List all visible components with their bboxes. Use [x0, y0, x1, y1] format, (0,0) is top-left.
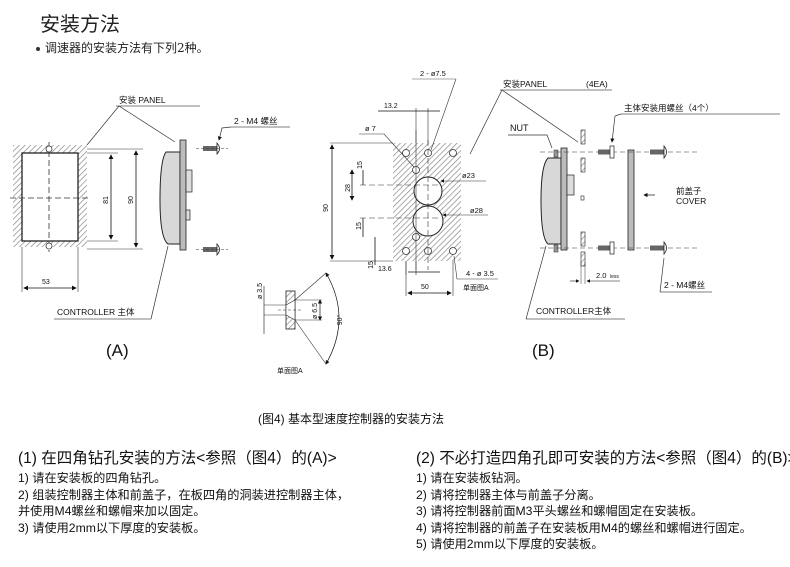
diagram-a: 81 90 53 安装 PANEL 2 - M4 螺丝 CONTROLLER [10, 95, 290, 360]
dim-3-5: ø 3.5 [257, 283, 264, 299]
section-2-item: 1) 请在安装板钻洞。 [416, 471, 528, 485]
dim-90: 90 [128, 196, 135, 204]
section-2: (2) 不必打造四角孔即可安装的方法<参照（图4）的(B)> 1) 请在安装板钻… [416, 446, 790, 553]
dim-53: 53 [42, 279, 50, 286]
section-1-item: 并使用M4螺丝和螺帽来加以固定。 [18, 504, 206, 518]
screw-label-a: 2 - M4 螺丝 [234, 116, 278, 126]
section-2-item: 2) 请将控制器主体与前盖子分离。 [416, 487, 601, 502]
flat-screw-icon [598, 241, 615, 255]
screw-icon [650, 240, 667, 256]
section-1-item: 1) 请在安装板的四角钻孔。 [18, 471, 167, 485]
body-screw-label: 主体安装用螺丝（4个） [624, 103, 714, 113]
figure-letter-b: (B) [532, 341, 555, 360]
dim-15-c: 15 [368, 261, 375, 269]
flat-screw-icon [598, 145, 615, 159]
corner-holes-label: 4 - ø 3.5 [466, 269, 494, 278]
dim-28: 28 [345, 184, 352, 192]
dim-13-2: 13.2 [384, 103, 398, 110]
screw-icon [650, 144, 667, 160]
hole-label-7-5: 2 - ø7.5 [420, 69, 446, 78]
controller-label-a: CONTROLLER 主体 [57, 307, 135, 317]
thickness-suffix: less [610, 274, 619, 280]
controller-body-b [540, 157, 562, 245]
section-2-item: 5) 请使用2mm以下厚度的安装板。 [416, 537, 604, 551]
section-a-diagram: ø 3.5 ø 6.5 90° 单面图A [257, 272, 344, 375]
intro-label: 调速器的安装方法有下列2种。 [45, 41, 209, 55]
dim-15-b: 15 [356, 222, 363, 230]
dim-15-a: 15 [357, 161, 364, 169]
thickness-label: 2.0 [596, 271, 606, 280]
cutout-diagram: 90 28 15 15 15 13.6 50 13.2 2 - ø7.5 ø 7… [323, 69, 498, 296]
dim-90-cutout: 90 [323, 204, 330, 212]
intro-text: 调速器的安装方法有下列2种。 [36, 39, 209, 56]
controller-body-a [159, 151, 181, 245]
angle-90: 90° [336, 315, 344, 326]
section-2-item: 3) 请将控制器前面M3平头螺丝和螺帽固定在安装板。 [416, 504, 704, 518]
figure-caption: (图4) 基本型速度控制器的安装方法 [258, 412, 445, 426]
section-2-heading: (2) 不必打造四角孔即可安装的方法<参照（图4）的(B)> [416, 450, 790, 467]
section-ref-label: 单面图A [463, 283, 489, 292]
cover-plate [627, 149, 635, 251]
controller-label-b: CONTROLLER主体 [536, 306, 612, 316]
figure-letter-a: (A) [106, 341, 129, 360]
screw-icon [196, 141, 228, 156]
dim-6-5: ø 6.5 [312, 303, 319, 319]
dim-81: 81 [103, 196, 110, 204]
bullet-icon [36, 46, 40, 51]
screw-icon [196, 242, 228, 257]
section-1-heading: (1) 在四角钻孔安装的方法<参照（图4）的(A)> [18, 450, 337, 467]
section-1-item: 2) 组装控制器主体和前盖子，在板四角的洞装进控制器主体， [18, 487, 350, 502]
panel-label-a: 安装 PANEL [119, 95, 166, 105]
nut-label: NUT [510, 123, 529, 133]
screw-label-b: 2 - M4螺丝 [664, 280, 706, 290]
cover-label-cn: 前盖子 [676, 186, 702, 196]
diagram-b: 安装PANEL (4EA) 主体安装用螺丝（4个） NUT [469, 79, 780, 360]
section-2-item: 4) 请将控制器的前盖子在安装板用M4的螺丝和螺帽进行固定。 [416, 520, 752, 535]
panel-label-b: 安装PANEL [503, 79, 548, 89]
hole-label-7: ø 7 [365, 124, 376, 133]
panel-cutout [21, 152, 79, 242]
qty-label-b: (4EA) [586, 79, 608, 89]
cover-label-en: COVER [676, 196, 706, 206]
section-1: (1) 在四角钻孔安装的方法<参照（图4）的(A)> 1) 请在安装板的四角钻孔… [18, 446, 349, 536]
dim-13-6: 13.6 [378, 266, 392, 273]
page-title: 安装方法 [40, 12, 120, 36]
hole-label-28: ø28 [470, 206, 483, 215]
hole-label-23: ø23 [462, 171, 475, 180]
section-a-title: 单面图A [277, 366, 303, 375]
installation-figure: 81 90 53 安装 PANEL 2 - M4 螺丝 CONTROLLER [10, 69, 780, 375]
section-1-item: 3) 请使用2mm以下厚度的安装板。 [18, 520, 206, 535]
dim-50: 50 [421, 284, 429, 291]
